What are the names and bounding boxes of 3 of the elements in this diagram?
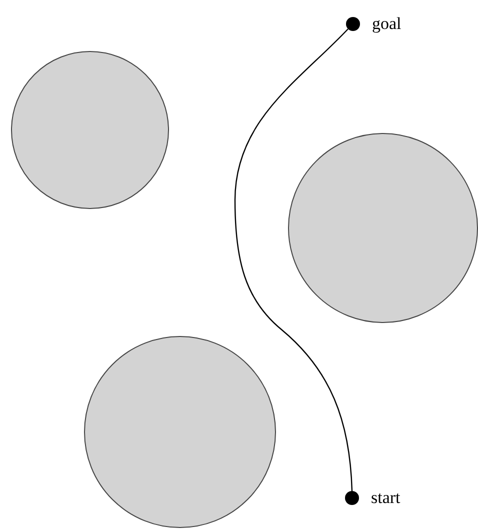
- waypoint-label: start: [371, 488, 400, 508]
- path-line: [234, 28, 353, 492]
- waypoint-label: goal: [372, 14, 402, 34]
